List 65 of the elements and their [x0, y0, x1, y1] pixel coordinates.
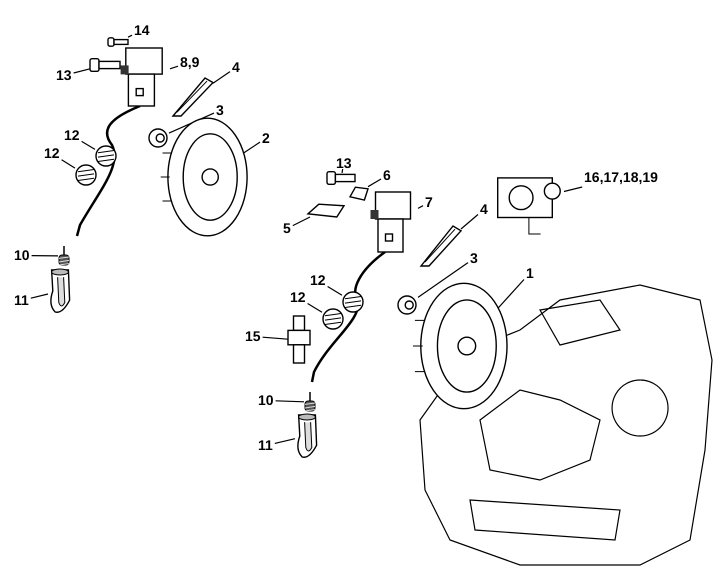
leader-line — [498, 279, 524, 308]
callout-number: 12 — [64, 128, 80, 143]
leader-line — [262, 336, 288, 340]
leader-line — [460, 214, 478, 230]
wire-clip-drawing — [58, 246, 70, 266]
leader-line — [81, 140, 96, 150]
spring-drawing — [342, 291, 364, 313]
callout-number: 4 — [232, 60, 240, 75]
leader-line — [418, 262, 468, 298]
leader-line — [61, 159, 76, 169]
flywheel-drawing — [158, 117, 248, 237]
callout-number: 11 — [258, 438, 273, 453]
spark-plug-boot-drawing — [295, 413, 319, 459]
callout-number: 10 — [14, 248, 30, 263]
spring-drawing — [95, 145, 117, 167]
callout-number: 3 — [216, 103, 224, 118]
callout-number: 1 — [526, 266, 534, 281]
callout-number: 13 — [56, 68, 72, 83]
leader-line — [274, 438, 296, 444]
spark-plug-boot-drawing — [48, 268, 72, 314]
flywheel-drawing — [410, 282, 508, 410]
callout-number: 3 — [470, 251, 478, 266]
spring-drawing — [75, 164, 97, 186]
nut-drawing — [147, 128, 169, 148]
callout-number: 15 — [245, 329, 261, 344]
callout-number: 2 — [262, 131, 270, 146]
leader-line — [341, 168, 344, 174]
bolt-drawing — [90, 56, 120, 74]
callout-number: 16,17,18,19 — [584, 170, 658, 185]
bolt-drawing — [327, 169, 355, 187]
callout-number: 7 — [425, 195, 433, 210]
leader-line — [327, 286, 342, 296]
callout-number: 8,9 — [180, 55, 200, 70]
callout-number: 12 — [310, 273, 326, 288]
leader-line — [30, 293, 48, 299]
nut-drawing — [396, 295, 418, 315]
bracket-drawing — [308, 201, 344, 217]
callout-number: 4 — [480, 202, 488, 217]
leader-line — [368, 178, 382, 188]
spring-drawing — [322, 308, 344, 330]
leader-line — [212, 71, 230, 84]
leader-line — [307, 302, 322, 313]
bracket-drawing — [350, 184, 368, 200]
leader-line — [128, 34, 132, 38]
callout-number: 11 — [14, 293, 29, 308]
callout-number: 6 — [383, 168, 391, 183]
spark-plug-drawing — [288, 316, 310, 364]
callout-number: 12 — [290, 290, 306, 305]
callout-number: 5 — [283, 221, 291, 236]
spacer-drawing — [173, 78, 213, 116]
bolt-drawing — [108, 36, 128, 48]
callout-number: 10 — [258, 393, 274, 408]
leader-line — [418, 205, 424, 209]
leader-line — [564, 186, 582, 192]
leader-line — [170, 66, 178, 70]
leader-line — [32, 255, 58, 256]
callout-number: 13 — [336, 156, 352, 171]
leader-line — [276, 400, 304, 402]
callout-number: 12 — [44, 146, 60, 161]
wire-clip-drawing — [304, 392, 316, 412]
spacer-drawing — [421, 226, 461, 266]
leader-line — [292, 216, 310, 226]
leader-line — [73, 68, 90, 74]
callout-number: 14 — [134, 23, 150, 38]
leader-line — [243, 142, 260, 154]
